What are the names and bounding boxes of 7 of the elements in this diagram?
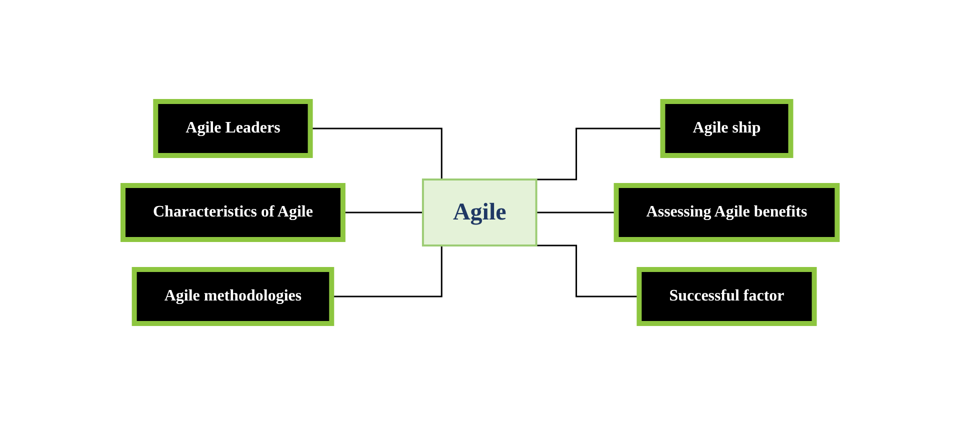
node-box: Agile Leaders <box>153 99 313 158</box>
node-box: Successful factor <box>636 267 817 326</box>
node-box: Assessing Agile benefits <box>614 183 840 242</box>
node-box: Agile ship <box>660 99 794 158</box>
node-box: Characteristics of Agile <box>120 183 346 242</box>
node-box: Agile methodologies <box>132 267 334 326</box>
node-box: Agile <box>422 178 538 246</box>
